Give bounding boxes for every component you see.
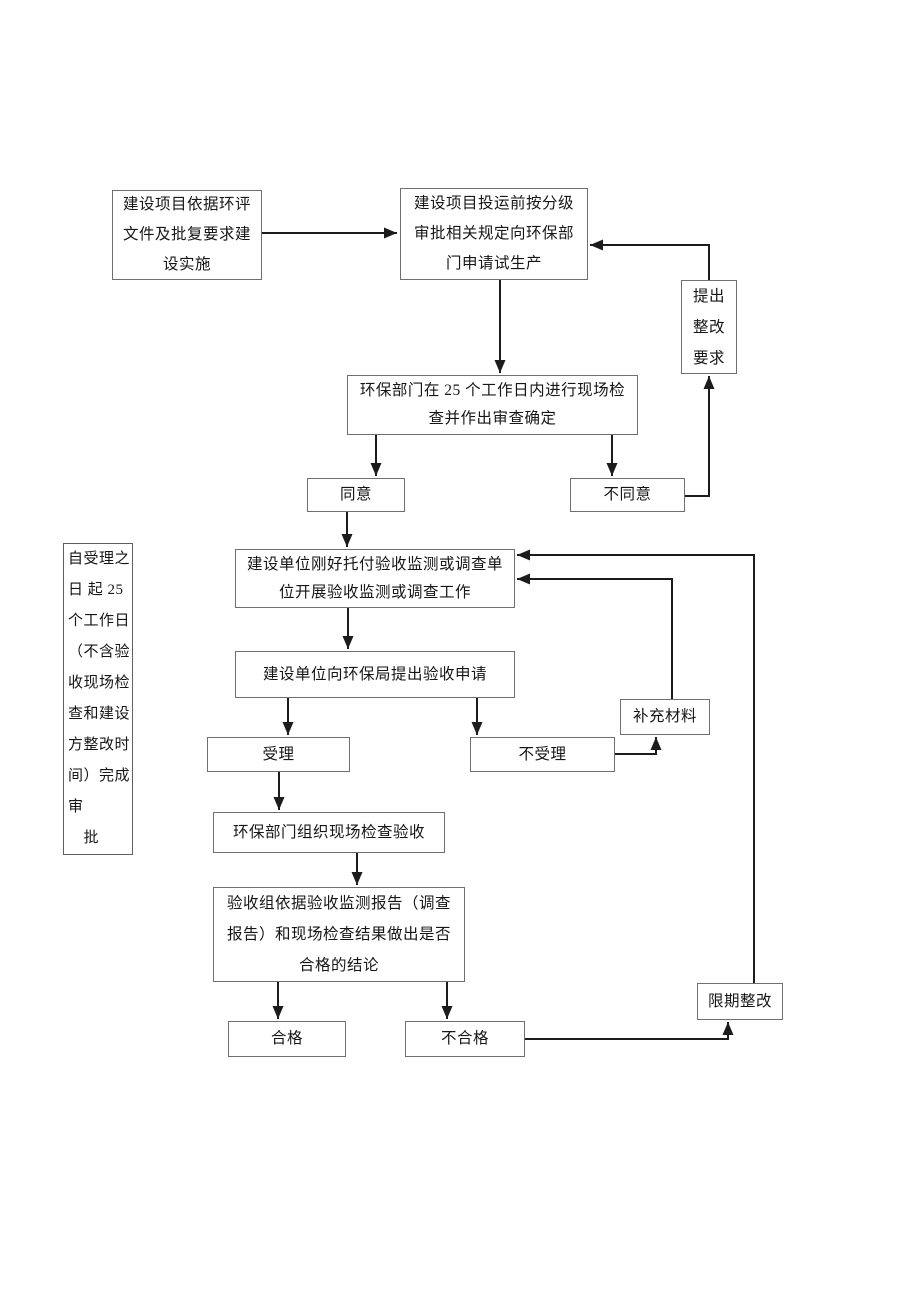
node-apply-trial-production: 建设项目投运前按分级 审批相关规定向环保部 门申请试生产 (400, 188, 588, 280)
edge-unqualified-to-deadline (525, 1022, 734, 1040)
node-acceptance-conclusion: 验收组依据验收监测报告（调查 报告）和现场检查结果做出是否 合格的结论 (213, 887, 465, 982)
node-commission-monitoring: 建设单位刚好托付验收监测或调查单 位开展验收监测或调查工作 (235, 549, 515, 608)
node-deadline-rectification: 限期整改 (697, 983, 783, 1020)
node-disagree: 不同意 (570, 478, 685, 512)
edge-not-accepted-to-supplement (615, 737, 662, 755)
node-rectification-request: 提出 整改 要求 (681, 280, 737, 374)
edge-disagree-to-rectification (685, 376, 715, 497)
node-supplement-materials: 补充材料 (620, 699, 710, 735)
node-agree: 同意 (307, 478, 405, 512)
node-build-implementation: 建设项目依据环评 文件及批复要求建 设实施 (112, 190, 262, 280)
edge-supplement-to-commission (517, 573, 673, 699)
node-organize-site-inspection: 环保部门组织现场检查验收 (213, 812, 445, 853)
node-not-accepted: 不受理 (470, 737, 615, 772)
node-accepted: 受理 (207, 737, 350, 772)
node-site-inspection-25days: 环保部门在 25 个工作日内进行现场检 查并作出审查确定 (347, 375, 638, 435)
node-qualified: 合格 (228, 1021, 346, 1057)
node-submit-acceptance-application: 建设单位向环保局提出验收申请 (235, 651, 515, 698)
node-unqualified: 不合格 (405, 1021, 525, 1057)
edge-deadline-to-commission (517, 549, 755, 983)
note-approval-time-limit: 自受理之 日 起 25 个工作日 （不含验 收现场检 查和建设 方整改时 间）完… (63, 543, 133, 855)
edge-rectification-to-apply (590, 239, 710, 280)
